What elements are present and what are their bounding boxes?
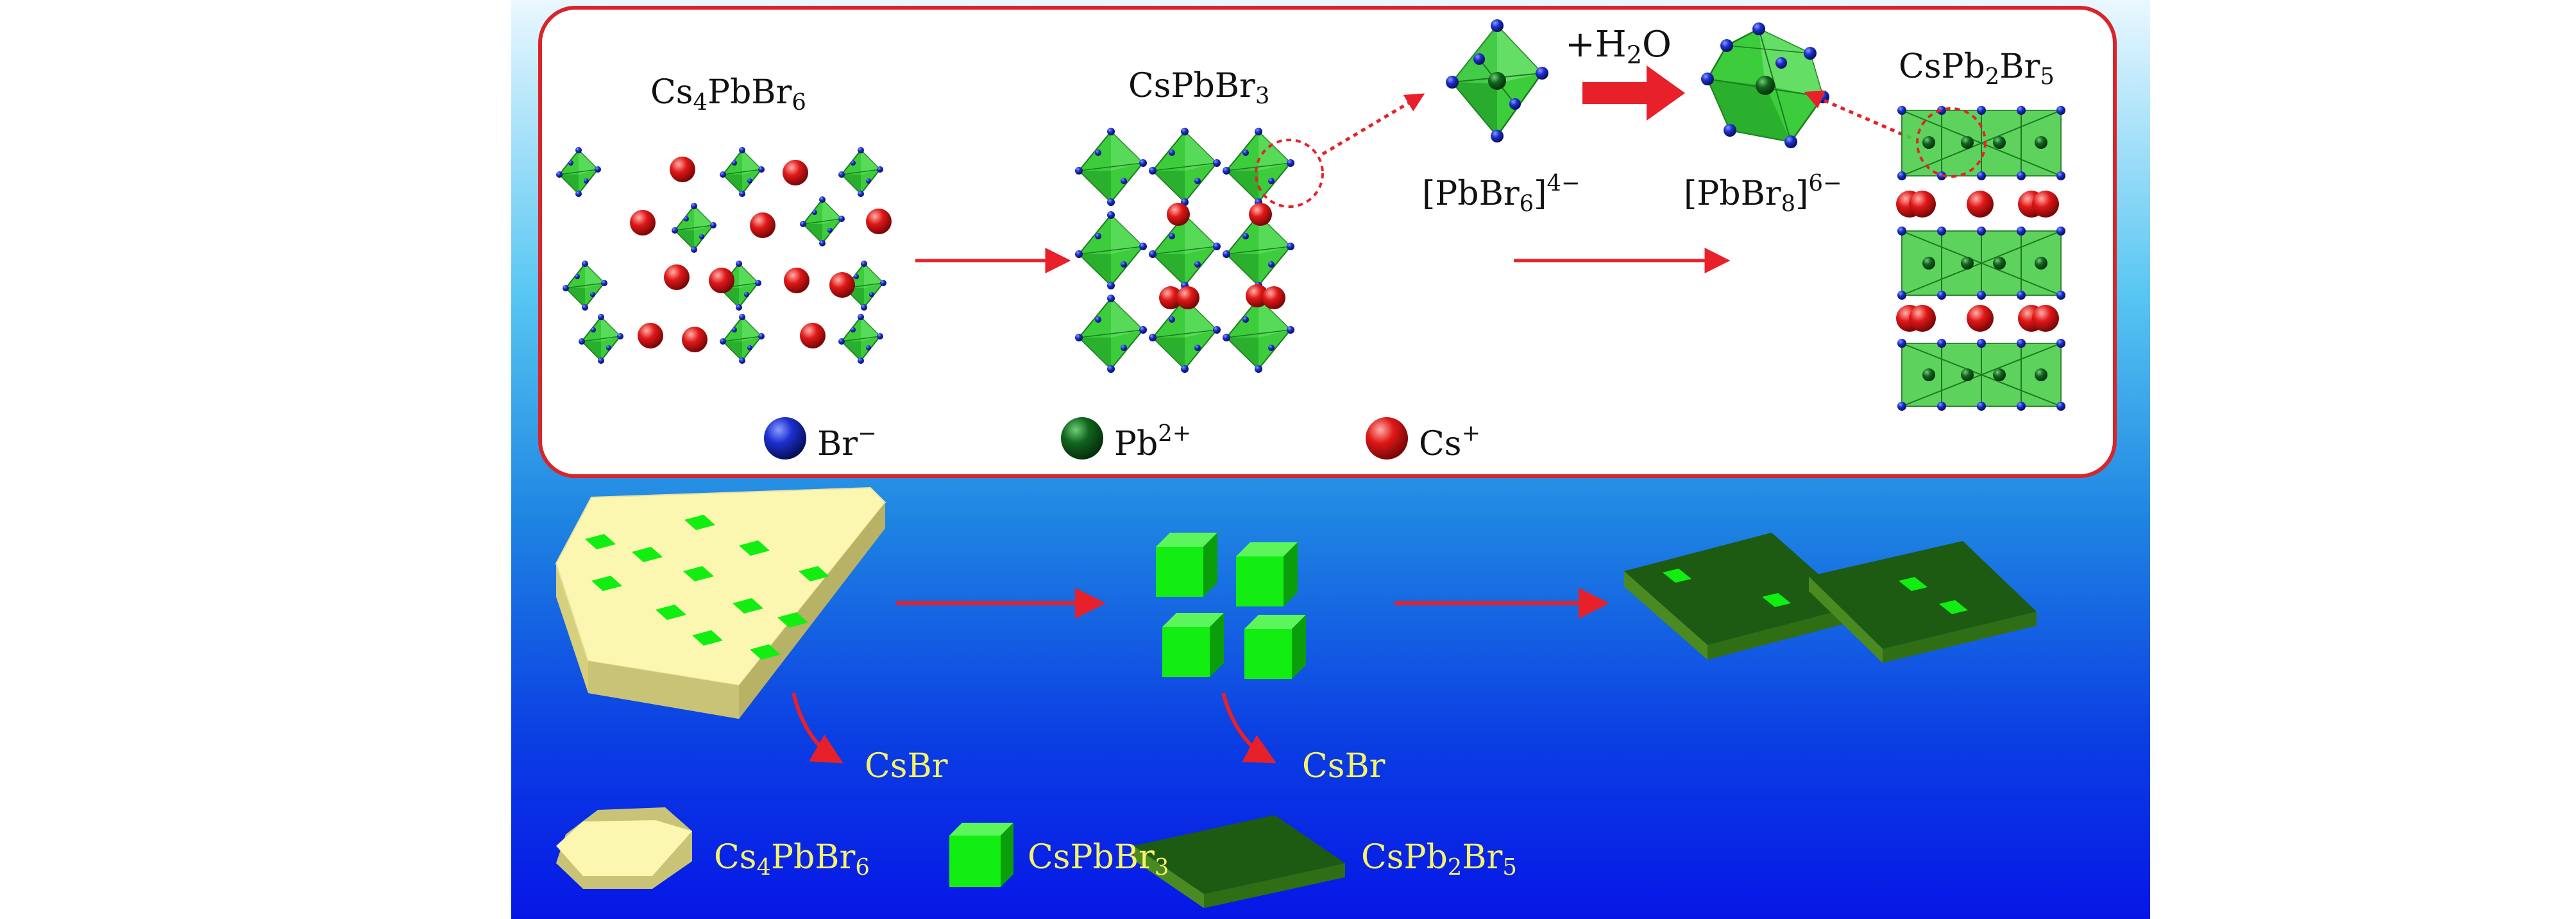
pbbr6-ion-label: [PbBr6]4− (1422, 170, 1580, 217)
pbbr8-polyhedron (1701, 22, 1829, 148)
cs4pbbr6-lattice (555, 146, 892, 365)
water-label: +H2O (1565, 24, 1672, 69)
legend-cspbbr3-label: CsPbBr3 (1028, 838, 1169, 880)
cspb2br5-lattice (1896, 106, 2065, 411)
pbbr8-ion-label: [PbBr8]6− (1684, 170, 1842, 217)
legend-br-sphere (764, 417, 806, 460)
legend-cube-shape (949, 823, 1013, 887)
csbr-arrow-2 (1221, 692, 1276, 764)
cspbbr3-cubes (1156, 533, 1306, 679)
highlight-circle-1 (1255, 139, 1324, 208)
cs4pbbr6-plate (555, 486, 886, 719)
legend-pb-sphere (1061, 417, 1103, 460)
legend-cs4pbbr6-label: Cs4PbBr6 (714, 838, 870, 880)
legend-cs-label: Cs+ (1419, 420, 1481, 463)
cspbbr3-lattice (1074, 127, 1324, 374)
csbr-label-2: CsBr (1302, 747, 1385, 786)
cspbbr3-title: CsPbBr3 (1128, 67, 1270, 109)
legend-cs-sphere (1366, 417, 1408, 460)
dotted-arrow-2 (1804, 90, 1911, 140)
top-frame (538, 6, 2117, 478)
cspb2br5-plates (1624, 533, 2037, 663)
legend-br-label: Br− (817, 420, 877, 463)
legend-pb-label: Pb2+ (1114, 420, 1192, 463)
legend-hexagon-shape (556, 807, 692, 889)
pbbr6-octahedron (1446, 19, 1548, 142)
highlight-circle-2 (1916, 107, 1987, 178)
legend-cspb2br5-label: CsPb2Br5 (1361, 838, 1517, 880)
dotted-arrow-1 (1321, 93, 1425, 156)
figure-panel: Cs4PbBr6 CsPbBr3 CsPb2Br5 +H2O [PbBr6]4−… (511, 0, 2150, 919)
cspb2br5-title: CsPb2Br5 (1899, 47, 2055, 90)
csbr-arrow-1 (792, 692, 843, 764)
cs4pbbr6-title: Cs4PbBr6 (650, 73, 806, 116)
figure-graphics (538, 6, 2117, 908)
legend-slab-shape (1133, 815, 1345, 908)
water-arrow (1582, 65, 1685, 121)
csbr-label-1: CsBr (865, 747, 948, 786)
